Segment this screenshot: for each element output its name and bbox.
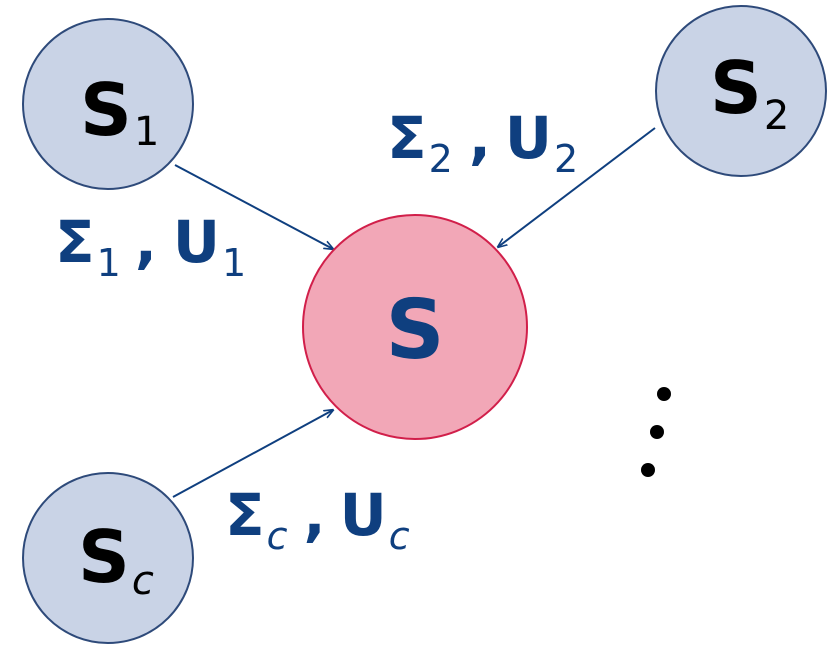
- source-node-1-circle: [22, 18, 194, 190]
- edge-label-1: Σ1,U1: [55, 208, 246, 285]
- source-node-2-label: S2: [710, 46, 789, 139]
- edge-label-2: Σ2,U2: [387, 104, 578, 181]
- edge-label-c: Σc,Uc: [225, 481, 410, 558]
- arrow-sc-to-s: [172, 410, 333, 498]
- arrow-s1-to-s: [174, 164, 333, 249]
- ellipsis-dot: [641, 463, 655, 477]
- center-node: S: [302, 214, 528, 440]
- source-node-1-label: S1: [80, 68, 159, 155]
- ellipsis-dot: [657, 387, 671, 401]
- ellipsis-dot: [650, 425, 664, 439]
- source-node-c-label: Sc: [78, 515, 154, 604]
- source-node-c: Sc: [22, 472, 194, 644]
- center-node-label: S: [385, 283, 444, 378]
- vertical-ellipsis-icon: [641, 387, 671, 477]
- source-node-2: S2: [655, 5, 827, 177]
- arrow-s2-to-s: [498, 127, 656, 247]
- source-node-c-circle: [22, 472, 194, 644]
- source-node-2-circle: [655, 5, 827, 177]
- source-node-1: S1: [22, 18, 194, 190]
- center-node-circle: [302, 214, 528, 440]
